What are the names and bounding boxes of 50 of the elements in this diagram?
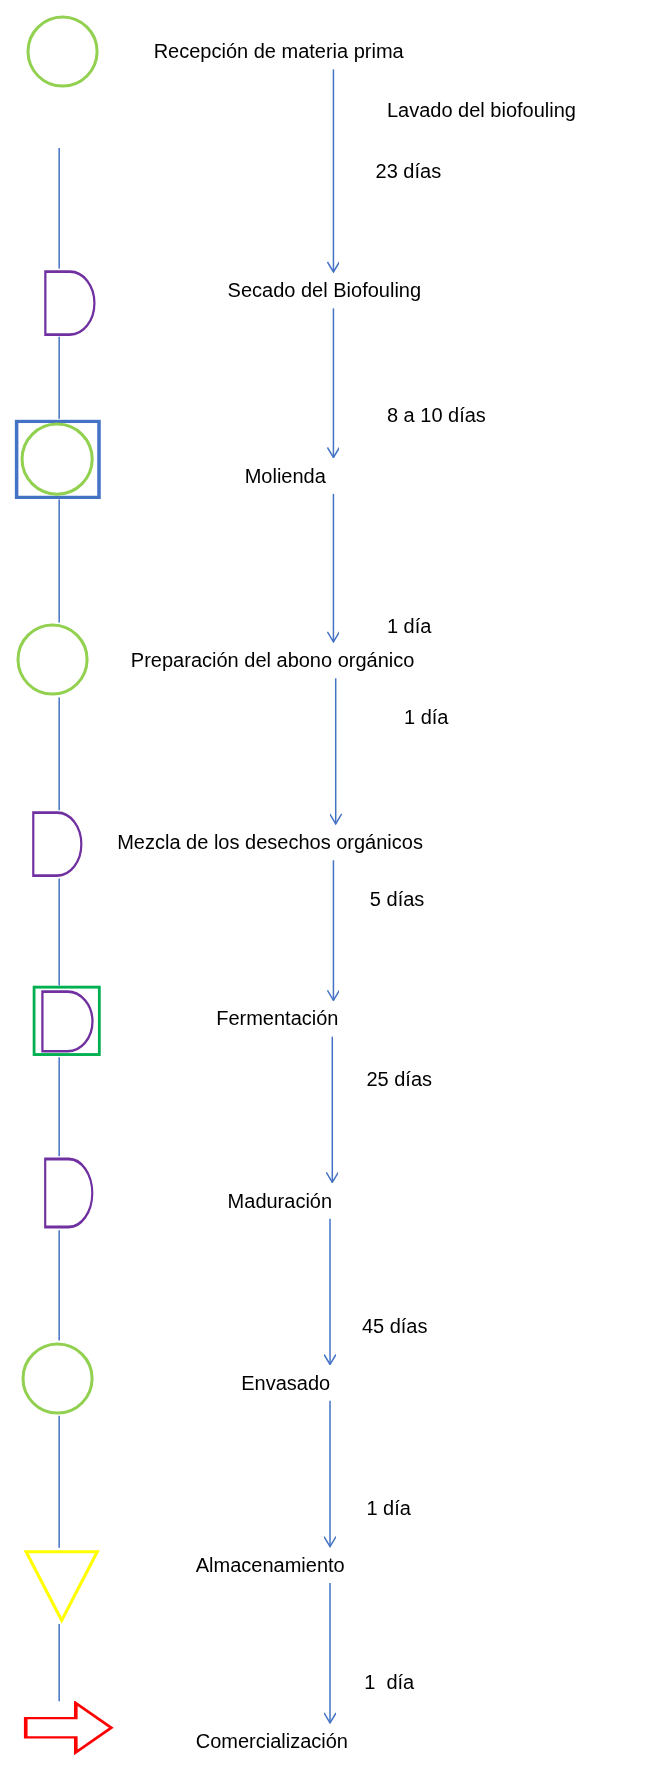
process-label: Almacenamiento [195,1546,345,1583]
delay-symbol [42,268,98,337]
arrow [328,677,343,825]
operation-circle [14,622,90,698]
arrow [326,493,341,643]
operation-circle [25,13,101,89]
duration-label: 1 día [364,1671,415,1692]
process-label: Fermentación [216,1000,339,1037]
inspection-square [31,985,102,1058]
operation-circle [20,1340,96,1416]
process-label: Molienda [244,457,326,494]
duration-label: 5 días [369,889,425,909]
connector-line [58,1056,60,1157]
duration-label: 1 día [404,706,449,727]
duration-label: 1 día [366,1497,411,1518]
process-label: Maduración [227,1182,333,1219]
delay-symbol [29,810,85,879]
arrow [326,859,341,1002]
process-label: Envasado [241,1364,331,1401]
process-label: Preparación del abono orgánico [130,641,415,679]
delay-symbol [38,988,96,1054]
duration-label: 8 a 10 días [386,405,486,426]
arrow [323,1400,337,1548]
process-label: Recepción de materia prima [153,33,404,70]
connector-line [58,1229,60,1342]
inspection-square [13,418,102,500]
arrow [323,1582,337,1724]
duration-label: 1 día [386,615,432,636]
process-label: Secado del Biofouling [227,271,422,309]
arrow [326,68,341,273]
process-label: Mezcla de los desechos orgánicos [117,823,423,861]
connector-line [58,1414,60,1549]
arrow [326,307,341,459]
connector-line [58,147,60,270]
arrow [323,1218,337,1366]
process-label: Comercialización [195,1722,348,1760]
storage-triangle [22,1547,101,1624]
connector-line [58,877,60,987]
arrow [325,1035,340,1184]
connector-line [58,696,60,811]
step-note: Lavado del biofouling [386,100,576,121]
duration-label: 23 días [375,160,442,181]
duration-label: 25 días [366,1068,433,1089]
connector-line [58,1623,60,1703]
connector-line [58,336,60,420]
transport-arrow [22,1701,114,1755]
operation-circle [19,421,96,498]
duration-label: 45 días [361,1315,428,1336]
connector-line [58,498,60,624]
delay-symbol [42,1156,96,1231]
